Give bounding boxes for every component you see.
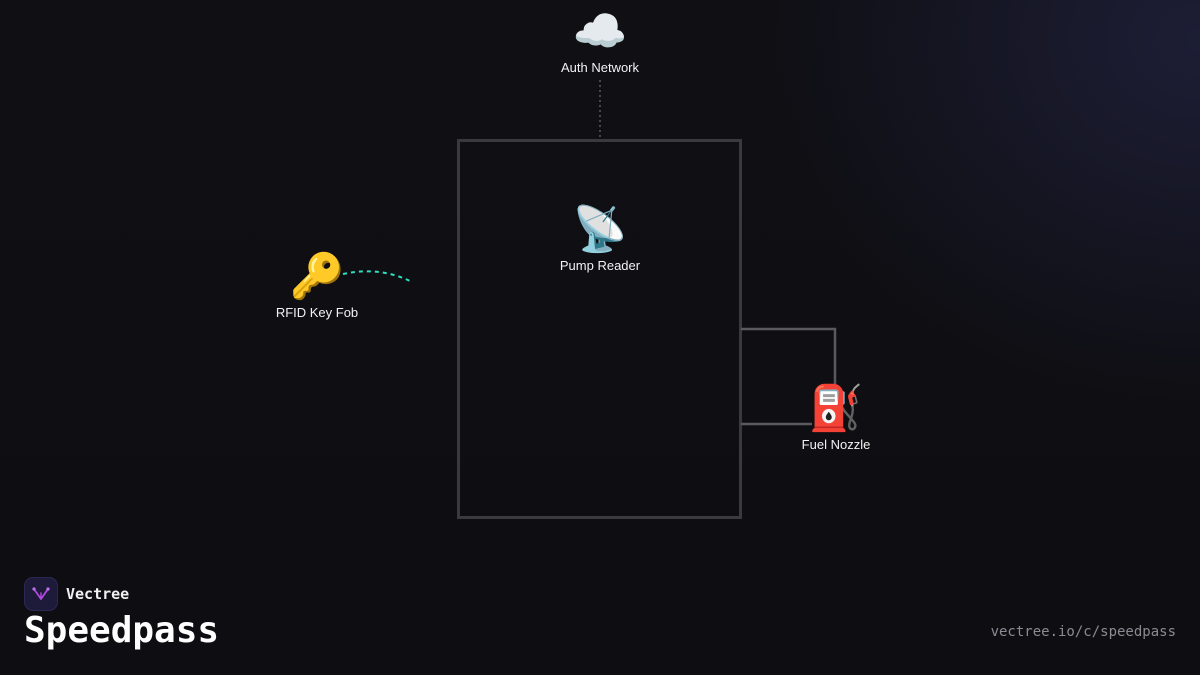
page-title: Speedpass [24, 610, 220, 651]
node-label: Pump Reader [559, 258, 641, 273]
key-icon: 🔑 [289, 252, 345, 301]
node-fuel-nozzle: ⛽ Fuel Nozzle [776, 383, 896, 452]
rfid-signal-arc [342, 270, 413, 283]
nozzle-hose-line [741, 327, 837, 384]
satellite-dish-icon: 📡 [572, 205, 628, 254]
brand-block: Vectree [24, 577, 129, 611]
node-rfid-key-fob: 🔑 RFID Key Fob [257, 251, 377, 320]
node-label: Fuel Nozzle [801, 437, 871, 452]
brand-name: Vectree [66, 585, 130, 603]
node-auth-network: ☁️ Auth Network [540, 6, 660, 75]
node-pump-reader: 📡 Pump Reader [540, 204, 660, 273]
cloud-icon: ☁️ [572, 7, 628, 56]
node-label: RFID Key Fob [275, 305, 359, 320]
fuel-pump-icon: ⛽ [808, 384, 864, 433]
pump-frame [457, 139, 742, 519]
source-url: vectree.io/c/speedpass [990, 624, 1176, 640]
node-label: Auth Network [560, 60, 640, 75]
vectree-logo-icon [24, 577, 58, 611]
